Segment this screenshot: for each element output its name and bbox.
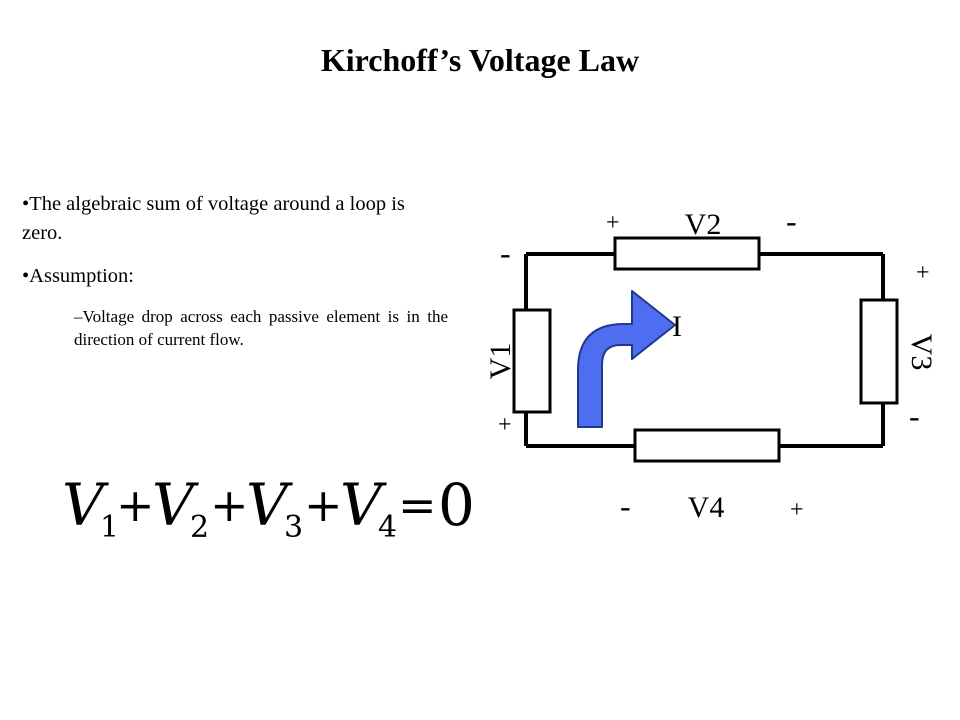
- polarity-v2-minus: -: [786, 203, 797, 239]
- polarity-v4-plus: +: [790, 497, 804, 523]
- circuit-wires: [524, 252, 885, 448]
- bullet-assumption: •Assumption:: [22, 265, 134, 287]
- label-v1: V1: [484, 343, 517, 380]
- eq-sub2: 2: [190, 510, 209, 545]
- polarity-v1-plus: +: [498, 412, 512, 438]
- eq-equals: =: [398, 478, 437, 532]
- eq-sub4: 4: [378, 510, 397, 545]
- label-v4: V4: [688, 491, 725, 524]
- resistor-v4: [633, 428, 781, 463]
- eq-v1: V: [62, 471, 109, 539]
- kvl-equation: V 1 + V 2 + V 3 + V 4 = 0: [62, 471, 472, 545]
- sub-bullet-voltage-drop: –Voltage drop across each passive elemen…: [74, 307, 448, 349]
- polarity-v4-minus: -: [620, 488, 631, 524]
- eq-zero: 0: [438, 471, 472, 539]
- label-current: I: [672, 310, 682, 343]
- polarity-v3-minus: -: [909, 398, 920, 434]
- eq-v3: V: [246, 471, 293, 539]
- label-v3: V3: [905, 334, 938, 371]
- eq-plus-1: +: [116, 478, 155, 532]
- eq-plus-2: +: [210, 478, 249, 532]
- eq-sub3: 3: [284, 510, 303, 545]
- polarity-v1-minus: -: [500, 235, 511, 271]
- label-v2: V2: [685, 208, 722, 241]
- resistor-v1: [512, 308, 552, 414]
- bullet-kvl-definition: •The algebraic sum of voltage around a l…: [22, 193, 405, 244]
- eq-sub1: 1: [100, 510, 119, 545]
- slide-title: Kirchoff’s Voltage Law: [320, 42, 640, 78]
- resistor-v3: [859, 298, 899, 405]
- eq-v2: V: [152, 471, 199, 539]
- resistor-v2: [613, 236, 761, 271]
- kvl-circuit-diagram: V2 + - - + V1 + - V3 V4 - + I: [484, 203, 938, 524]
- bullet-list: •The algebraic sum of voltage around a l…: [22, 190, 448, 351]
- eq-v4: V: [340, 471, 387, 539]
- polarity-v2-plus: +: [606, 210, 620, 236]
- current-arrow-icon: [577, 290, 676, 428]
- eq-plus-3: +: [304, 478, 343, 532]
- polarity-v3-plus: +: [916, 260, 930, 286]
